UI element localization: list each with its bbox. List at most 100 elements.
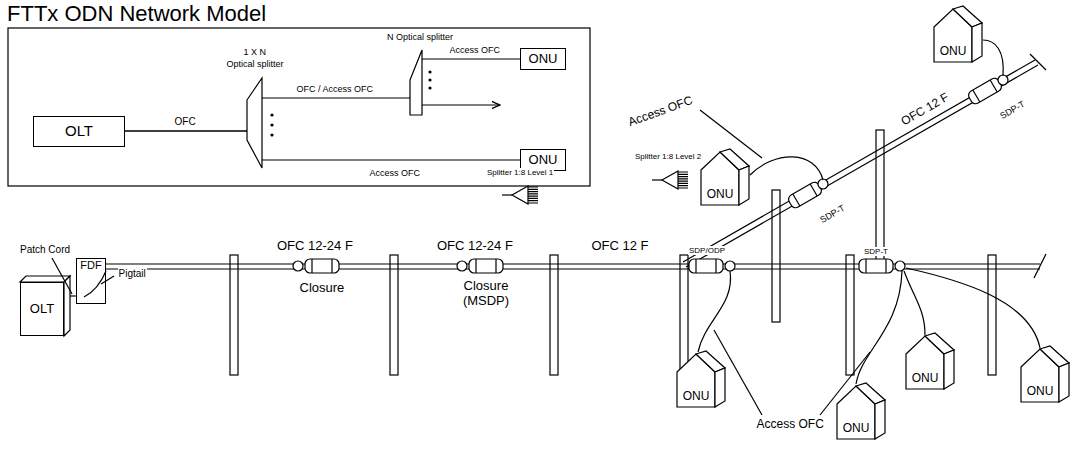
- optical-splitter-symbol: [428, 86, 431, 89]
- text-label: Closure: [299, 281, 346, 296]
- closure-symbol: [998, 75, 1008, 85]
- text-label: Patch Cord: [19, 244, 71, 256]
- onu-house: ONU: [905, 332, 955, 390]
- text-label: SDP-T: [863, 247, 889, 256]
- leader-line: [714, 330, 762, 415]
- text-label: Closure (MSDP): [454, 279, 518, 309]
- text-label: OFC 12-24 F: [276, 239, 354, 254]
- access-cable: [983, 40, 1003, 76]
- pigtail-fiber: [84, 271, 106, 297]
- optical-fiber-cable: [106, 54, 1046, 278]
- house-outline: [715, 368, 725, 407]
- node-text: OLT: [65, 123, 93, 140]
- text-label: Pigtail: [118, 268, 147, 280]
- house-outline: [1040, 346, 1069, 367]
- optical-splitter-symbol: [428, 78, 431, 81]
- diagram-title: FTTx ODN Network Model: [6, 1, 267, 26]
- closure-symbol: [689, 259, 723, 273]
- node-text: OLT: [30, 302, 54, 316]
- house-outline: [696, 351, 725, 372]
- node-text: ONU: [683, 390, 710, 403]
- house-outline: [925, 333, 954, 354]
- equipment-box: ONU: [520, 48, 566, 70]
- text-label: OFC 12 F: [591, 239, 650, 254]
- leader-line: [101, 276, 114, 284]
- access-cable: [750, 157, 823, 180]
- closure-symbol: [293, 261, 303, 271]
- closure-symbol: [305, 259, 339, 273]
- onu-house: ONU: [1020, 345, 1070, 403]
- splitter-symbol: [652, 171, 688, 189]
- text-label: SDP/ODP: [688, 246, 726, 255]
- utility-pole: [846, 255, 854, 375]
- node-text: ONU: [707, 188, 734, 201]
- splitter-symbol: [502, 186, 538, 204]
- optical-splitter-symbol: [270, 123, 273, 126]
- optical-splitter-symbol: [270, 133, 273, 136]
- olt-cabinet-outline: [20, 276, 70, 336]
- utility-pole: [230, 255, 238, 375]
- utility-pole: [230, 130, 996, 375]
- text-label: Access OFC: [756, 418, 825, 432]
- closure-symbol: [469, 259, 503, 273]
- optical-fiber-cable: [683, 60, 1038, 267]
- node-text: ONU: [529, 153, 558, 167]
- optical-fiber-cable: [1034, 254, 1046, 278]
- onu-house: ONU: [700, 148, 750, 206]
- closure-symbol: [725, 261, 735, 271]
- utility-pole: [390, 255, 398, 375]
- utility-pole: [988, 255, 996, 375]
- house-outline: [739, 166, 749, 205]
- leader-line: [52, 110, 870, 415]
- utility-pole: [550, 255, 558, 375]
- utility-pole: [680, 255, 688, 375]
- onu-house: ONU: [933, 5, 983, 63]
- text-label: 1 X N: [243, 47, 268, 57]
- text-label: Splitter 1:8 Level 2: [634, 152, 702, 161]
- optical-splitter-symbol: [247, 50, 500, 168]
- optical-splitter-symbol: [247, 78, 262, 168]
- text-label: OFC / Access OFC: [296, 84, 375, 94]
- node-text: ONU: [529, 52, 558, 66]
- access-cable: [904, 271, 925, 335]
- optical-fiber-cable: [1030, 54, 1046, 70]
- access-cable: [856, 271, 902, 384]
- text-label: Optical splitter: [226, 59, 285, 69]
- house-outline: [944, 350, 954, 389]
- access-cable: [698, 271, 731, 352]
- onu-house: ONU: [836, 382, 886, 440]
- closure-symbol: [859, 259, 893, 273]
- text-label: Access OFC: [449, 45, 502, 55]
- connector-group: [64, 59, 520, 296]
- node-text: ONU: [940, 45, 967, 58]
- closure-symbol: [293, 75, 1008, 273]
- node-text: ONU: [843, 422, 870, 435]
- house-outline: [720, 149, 749, 170]
- access-cable: [698, 40, 1040, 384]
- fiber-connector: [125, 131, 520, 160]
- pigtail-fiber: [84, 271, 106, 297]
- optical-splitter-symbol: [270, 113, 273, 116]
- optical-splitter-symbol: [410, 50, 422, 115]
- text-label: OFC: [174, 116, 197, 128]
- equipment-box: FDF: [76, 258, 106, 304]
- text-label: OFC 12-24 F: [436, 239, 514, 254]
- house-outline: [953, 6, 982, 27]
- closure-symbol: [895, 261, 905, 271]
- inset-frame: [8, 28, 590, 186]
- equipment-box: OLT: [20, 282, 64, 336]
- text-label: Splitter 1:8 Level 1: [486, 168, 554, 177]
- text-label: N Optical splitter: [386, 32, 454, 42]
- onu-house: ONU: [676, 350, 726, 408]
- fiber-connector: [125, 59, 520, 131]
- node-text: ONU: [912, 372, 939, 385]
- node-text: ONU: [1027, 385, 1054, 398]
- house-outline: [1059, 363, 1069, 402]
- equipment-box: OLT: [33, 116, 125, 147]
- text-label: Access OFC: [625, 94, 695, 131]
- optical-splitter-symbol: [428, 70, 431, 73]
- text-label: SDP-T: [817, 202, 847, 225]
- node-text: FDF: [80, 259, 101, 271]
- text-label: SDP-T: [997, 98, 1027, 121]
